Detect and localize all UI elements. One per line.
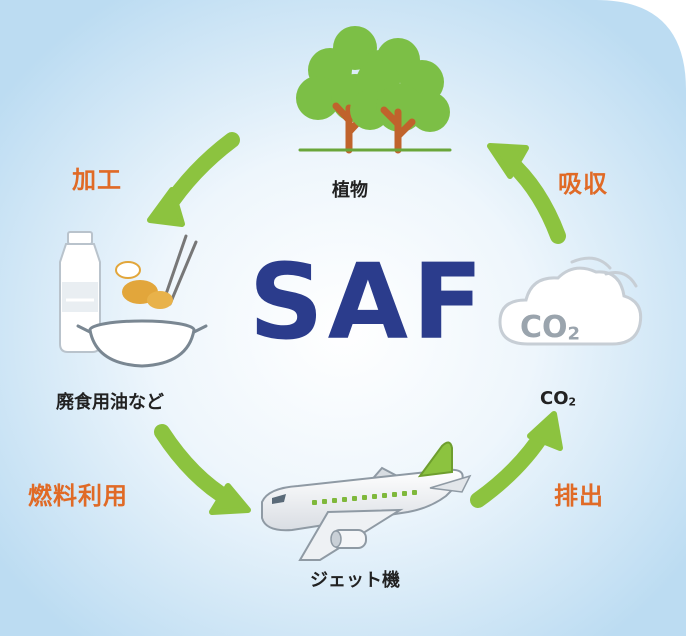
waste-oil-label: 廃食用油など (56, 392, 164, 413)
absorb-label: 吸収 (558, 170, 608, 198)
arrow-oil-to-jet-icon (154, 424, 251, 515)
arrow-co2-to-plant-icon (487, 143, 566, 244)
tree-right-icon (350, 38, 450, 154)
tempura-icon (115, 261, 173, 309)
co2-cloud-text-subscript: 2 (567, 323, 581, 345)
co2-label: CO2 (540, 388, 576, 409)
co2-cloud-text-main: CO (520, 310, 568, 345)
co2-label-subscript: 2 (568, 395, 577, 409)
process-label: 加工 (72, 166, 122, 194)
waste-oil-icon (59, 231, 208, 368)
jet-label: ジェット機 (310, 570, 400, 591)
arrow-plant-to-oil-icon (147, 132, 240, 227)
co2-label-text: CO (540, 388, 569, 409)
co2-cloud-icon (498, 256, 643, 346)
trees-icon (296, 26, 452, 154)
jet-airplane-icon (261, 441, 472, 561)
cycle-arrows (147, 132, 566, 515)
emit-label: 排出 (554, 482, 604, 510)
co2-cloud-text: CO2 (520, 310, 580, 345)
center-title: SAF (248, 241, 488, 363)
pot-icon (76, 319, 208, 368)
fuel-use-label: 燃料利用 (28, 482, 128, 510)
arrow-jet-to-co2-icon (470, 411, 563, 508)
plant-label: 植物 (332, 180, 368, 201)
